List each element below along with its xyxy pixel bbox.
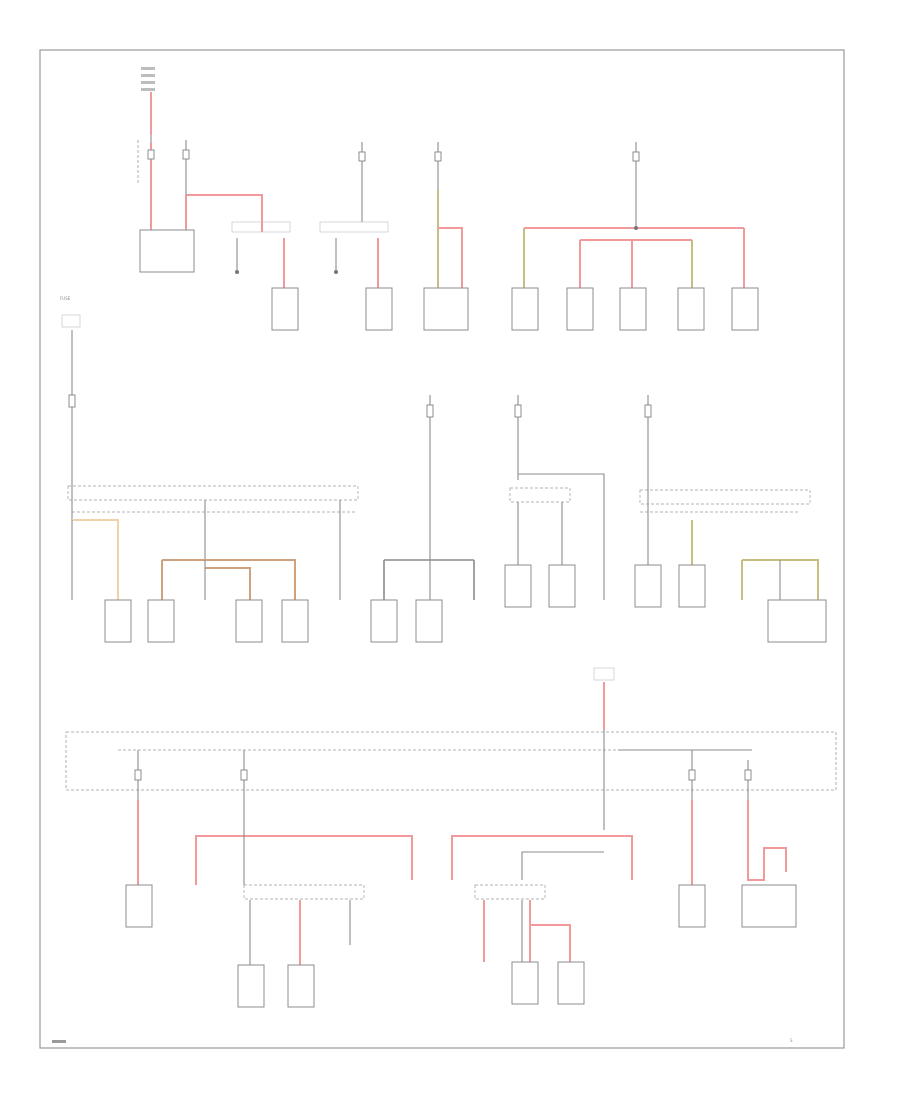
component-box — [271, 287, 299, 331]
section-bottom — [65, 667, 837, 1008]
component-box — [104, 599, 132, 643]
component-box — [370, 599, 398, 643]
component-box — [548, 564, 576, 608]
component-box — [504, 564, 532, 608]
component-box — [415, 599, 443, 643]
component-box — [235, 599, 263, 643]
component-box — [557, 961, 585, 1005]
fuse-label: FUSE — [60, 296, 71, 301]
wire-red-bottom-mid — [451, 835, 633, 880]
component-box — [678, 884, 706, 928]
component-box — [677, 287, 705, 331]
connector-top-left — [141, 67, 155, 91]
component-box — [678, 564, 706, 608]
component-box — [511, 961, 539, 1005]
component-box — [634, 564, 662, 608]
diagram-frame — [39, 49, 845, 1049]
page-id-mark — [52, 1040, 66, 1043]
component-box — [741, 884, 797, 928]
component-box — [767, 599, 827, 643]
component-box — [281, 599, 309, 643]
component-box — [423, 287, 469, 331]
component-box — [566, 287, 594, 331]
component-box — [511, 287, 539, 331]
section-top — [137, 67, 759, 331]
component-box — [147, 599, 175, 643]
section-middle — [61, 314, 827, 643]
wire-light-orange — [72, 519, 119, 600]
component-box — [619, 287, 647, 331]
component-box — [125, 884, 153, 928]
component-box — [237, 964, 265, 1008]
fuse-block-outline — [65, 731, 837, 791]
component-box — [365, 287, 393, 331]
wire-red-bottom-left — [195, 835, 413, 885]
component-box — [139, 229, 195, 273]
component-box — [731, 287, 759, 331]
wire-top-left-b — [186, 194, 263, 232]
component-box — [287, 964, 315, 1008]
splice-label: S — [790, 1038, 793, 1043]
wire-orange-bus — [162, 559, 296, 600]
